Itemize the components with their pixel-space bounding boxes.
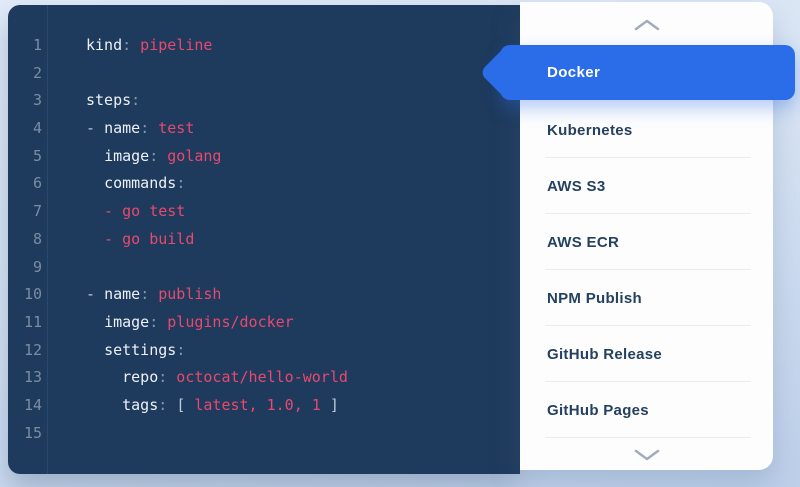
code-line: steps: <box>86 91 141 110</box>
code-line <box>86 60 520 88</box>
line-number: 15 <box>23 423 42 442</box>
line-number: 1 <box>32 36 42 54</box>
code-line: image: golang <box>104 146 222 165</box>
code-line: - name: test <box>86 119 195 138</box>
plugin-item-label: AWS S3 <box>547 177 606 195</box>
line-number: 5 <box>32 146 42 165</box>
plugin-item-github-pages[interactable]: GitHub Pages <box>520 382 773 438</box>
line-number: 3 <box>32 91 42 110</box>
code-line: - go test <box>86 202 186 221</box>
line-number: 13 <box>23 368 42 387</box>
code-line: image: plugins/docker <box>104 312 294 331</box>
code-area: kind: pipeline steps: - name: test image:… <box>48 5 520 474</box>
line-number: 6 <box>32 174 42 193</box>
plugin-item-label: GitHub Release <box>547 345 663 363</box>
plugin-item-npm-publish[interactable]: NPM Publish <box>520 270 773 326</box>
plugin-item-aws-s3[interactable]: AWS S3 <box>520 158 773 214</box>
line-number: 12 <box>23 340 42 359</box>
plugin-item-label: NPM Publish <box>547 289 642 307</box>
line-number: 14 <box>23 395 42 414</box>
scroll-down-button[interactable] <box>520 442 773 468</box>
chevron-up-icon <box>634 19 659 31</box>
plugin-item-aws-ecr[interactable]: AWS ECR <box>520 214 773 270</box>
code-line <box>86 420 520 448</box>
code-line: settings: <box>104 340 186 359</box>
scroll-up-button[interactable] <box>520 12 773 38</box>
plugin-item-github-release[interactable]: GitHub Release <box>520 326 773 382</box>
active-plugin-ribbon[interactable]: Docker <box>479 45 795 100</box>
plugin-item-label: GitHub Pages <box>547 401 649 419</box>
chevron-down-icon <box>634 449 659 461</box>
line-number: 9 <box>32 257 42 276</box>
plugin-item-label: Kubernetes <box>547 121 633 139</box>
code-line: repo: octocat/hello-world <box>122 368 348 387</box>
active-plugin-label: Docker <box>547 64 601 81</box>
code-line: - go build <box>86 229 195 248</box>
line-number: 10 <box>23 285 42 304</box>
code-line: tags: [ latest, 1.0, 1 ] <box>122 395 339 414</box>
code-line: commands: <box>104 174 186 193</box>
code-line: - name: publish <box>86 285 222 304</box>
code-line <box>86 254 520 282</box>
line-number: 8 <box>32 229 42 248</box>
code-line: kind: pipeline <box>86 36 213 54</box>
plugin-item-kubernetes[interactable]: Kubernetes <box>520 102 773 158</box>
line-number: 7 <box>32 202 42 221</box>
line-number: 11 <box>23 312 42 331</box>
line-number: 4 <box>32 119 42 138</box>
line-number: 2 <box>32 63 42 82</box>
plugin-item-label: AWS ECR <box>547 233 620 251</box>
